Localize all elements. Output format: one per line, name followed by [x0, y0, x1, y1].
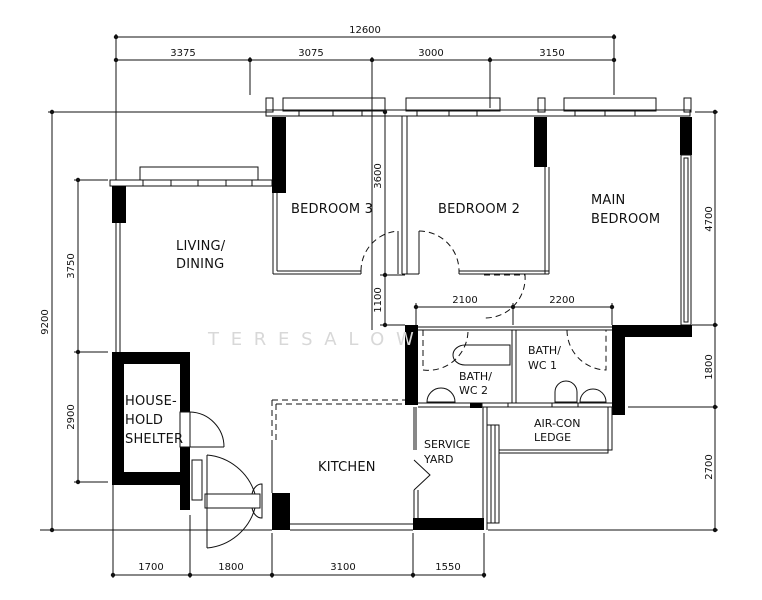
dim-bottom-2: 1800 [218, 562, 243, 573]
fixtures [426, 344, 607, 403]
label-household-shelter-1: HOUSE- [125, 394, 177, 409]
label-household-shelter-3: SHELTER [125, 432, 183, 447]
label-main-bedroom-1: MAIN [591, 193, 625, 208]
label-bath-wc2-1: BATH/ [459, 370, 492, 383]
door-swings [360, 230, 607, 371]
label-service-yard-1: SERVICE [424, 438, 470, 451]
label-aircon-ledge-2: LEDGE [534, 431, 571, 444]
dim-left-total: 9200 [40, 309, 51, 334]
dim-bedroom-depth: 3600 [373, 163, 384, 188]
dim-top-1: 3375 [170, 48, 195, 59]
dim-right-3: 2700 [704, 454, 715, 479]
right-dimension-lines [488, 109, 718, 533]
dim-right-2: 1800 [704, 354, 715, 379]
label-bath-wc2-2: WC 2 [459, 384, 488, 397]
internal-dimension-lines [380, 109, 615, 328]
label-living-dining-1: LIVING/ [176, 239, 226, 254]
dim-bottom-4: 1550 [435, 562, 460, 573]
label-service-yard-2: YARD [423, 453, 454, 466]
dim-left-2: 2900 [66, 404, 77, 429]
dim-bottom-3: 3100 [330, 562, 355, 573]
dim-bottom-1: 1700 [138, 562, 163, 573]
top-dimension-lines [113, 34, 617, 330]
dim-bath2-width: 2100 [452, 295, 477, 306]
dim-left-1: 3750 [66, 253, 77, 278]
label-bath-wc1-1: BATH/ [528, 344, 561, 357]
walls [40, 97, 692, 549]
dim-top-3: 3000 [418, 48, 443, 59]
label-kitchen: KITCHEN [318, 460, 376, 475]
bottom-dimension-lines [110, 485, 487, 578]
label-bedroom-2: BEDROOM 2 [438, 202, 520, 217]
label-bedroom-3: BEDROOM 3 [291, 202, 373, 217]
dim-corridor: 1100 [373, 287, 384, 312]
dim-bath1-width: 2200 [549, 295, 574, 306]
dim-top-total: 12600 [349, 25, 381, 36]
label-main-bedroom-2: BEDROOM [591, 212, 660, 227]
label-living-dining-2: DINING [176, 257, 224, 272]
dim-right-1: 4700 [704, 206, 715, 231]
dim-top-4: 3150 [539, 48, 564, 59]
dim-top-2: 3075 [298, 48, 323, 59]
label-household-shelter-2: HOLD [125, 413, 163, 428]
watermark: T E R E S A L O W [207, 329, 417, 350]
label-bath-wc1-2: WC 1 [528, 359, 557, 372]
left-dimension-lines [48, 109, 270, 533]
label-aircon-ledge-1: AIR-CON [534, 417, 581, 430]
